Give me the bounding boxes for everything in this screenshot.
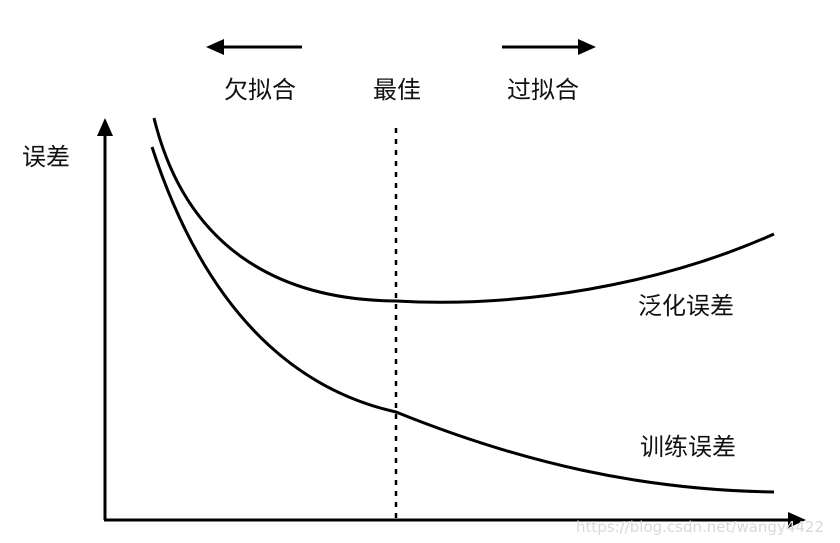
underfitting-label: 欠拟合 (224, 76, 296, 104)
y-axis (97, 118, 113, 520)
training-error-label: 训练误差 (640, 433, 736, 461)
training-error-curve (150, 146, 775, 494)
optimal-label: 最佳 (373, 76, 421, 104)
x-axis (104, 512, 806, 528)
right-arrow-icon (502, 39, 596, 55)
watermark: https://blog.csdn.net/wangy4422 (576, 518, 824, 536)
y-axis-label: 误差 (22, 143, 70, 171)
overfitting-label: 过拟合 (507, 76, 579, 104)
generalization-error-curve (152, 117, 775, 304)
left-arrow-icon (206, 39, 302, 55)
generalization-error-label: 泛化误差 (638, 292, 734, 320)
